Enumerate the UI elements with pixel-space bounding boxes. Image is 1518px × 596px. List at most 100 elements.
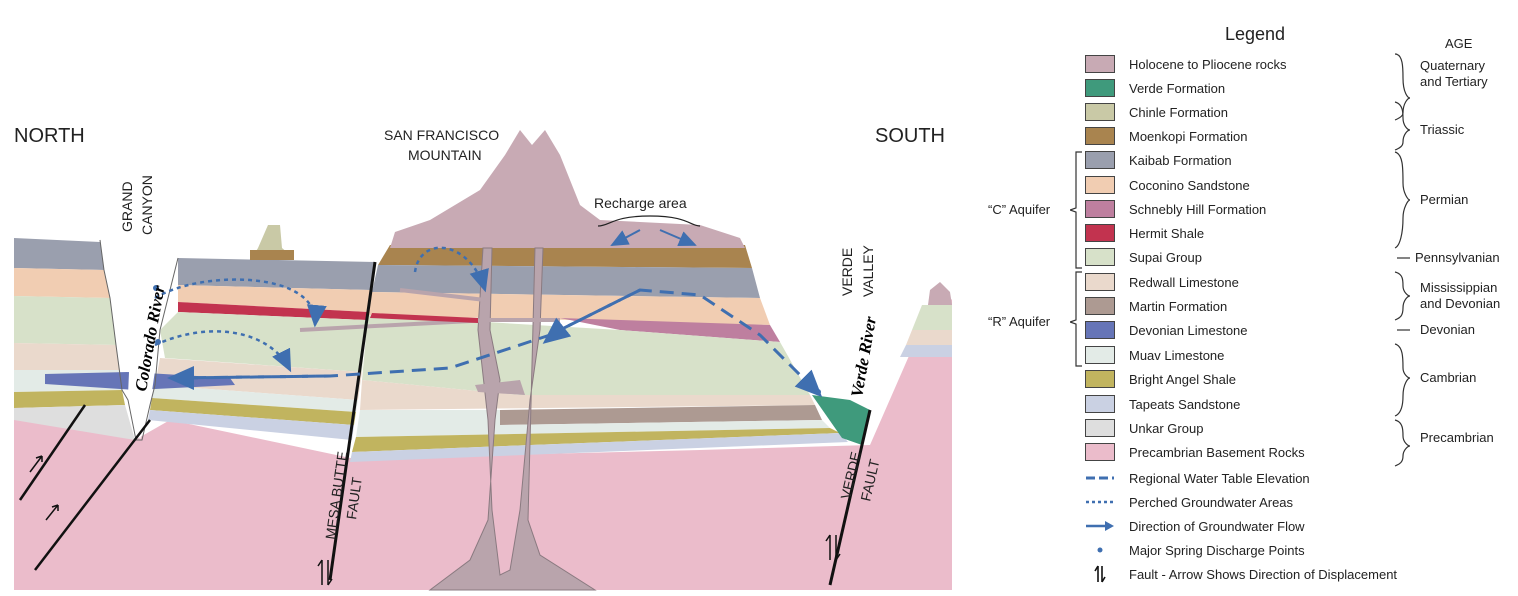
dashed-line-icon: [1086, 476, 1114, 480]
legend-label: Devonian Limestone: [1129, 322, 1248, 338]
legend-swatch: [1085, 419, 1115, 437]
legend-brackets: [1070, 53, 1411, 467]
legend-label: Muav Limestone: [1129, 347, 1225, 363]
legend-label: Schnebly Hill Formation: [1129, 201, 1267, 217]
legend-item-moenkopi: Moenkopi Formation: [1085, 126, 1248, 146]
age-line: Triassic: [1420, 122, 1465, 137]
legend-item-perched: Perched Groundwater Areas: [1085, 492, 1293, 512]
spring-dot-icon: [153, 285, 159, 291]
age-line: and Tertiary: [1420, 74, 1488, 89]
mesa-butte-fault-label-2: FAULT: [343, 476, 365, 521]
age-line: and Devonian: [1420, 296, 1501, 311]
legend: Legend AGE “C” Aquifer “R” Aquifer Holoc…: [988, 18, 1515, 593]
legend-swatch: [1085, 103, 1115, 121]
r-aquifer-label: “R” Aquifer: [988, 314, 1051, 329]
recharge-arrows: [597, 215, 701, 247]
legend-item-tapeats: Tapeats Sandstone: [1085, 394, 1240, 414]
legend-swatch: [1085, 297, 1115, 315]
legend-label: Regional Water Table Elevation: [1129, 470, 1310, 486]
legend-item-bright-angel: Bright Angel Shale: [1085, 369, 1236, 389]
precambrian-basement: [14, 285, 952, 590]
legend-label: Chinle Formation: [1129, 104, 1228, 120]
middle-block: [148, 225, 375, 440]
legend-label: Unkar Group: [1129, 420, 1204, 436]
verde-valley-label-2: VALLEY: [860, 244, 876, 297]
age-line: Precambrian: [1420, 430, 1494, 445]
age-cambrian: Cambrian: [1420, 370, 1476, 386]
legend-label: Direction of Groundwater Flow: [1129, 518, 1305, 534]
age-precambrian: Precambrian: [1420, 430, 1494, 446]
legend-item-unkar: Unkar Group: [1085, 418, 1203, 438]
legend-item-verde: Verde Formation: [1085, 78, 1225, 98]
age-line: Devonian: [1420, 322, 1475, 337]
legend-label: Coconino Sandstone: [1129, 177, 1250, 193]
age-line: Pennsylvanian: [1415, 250, 1500, 265]
geologic-cross-section: NORTH SOUTH SAN FRANCISCO MOUNTAIN Recha…: [14, 125, 952, 591]
south-block: [350, 245, 870, 462]
north-fault-2: [34, 419, 151, 571]
legend-label: Major Spring Discharge Points: [1129, 542, 1305, 558]
grand-canyon-label-1: GRAND: [119, 181, 135, 232]
legend-swatch: [1085, 151, 1115, 169]
north-label: NORTH: [14, 125, 85, 147]
grand-canyon-label-2: CANYON: [139, 175, 155, 235]
legend-item-flow-direction: Direction of Groundwater Flow: [1085, 516, 1305, 536]
age-line: Cambrian: [1420, 370, 1477, 385]
age-line: Quaternary: [1420, 58, 1486, 73]
legend-label: Verde Formation: [1129, 80, 1226, 96]
south-label: SOUTH: [875, 125, 945, 147]
arrow-icon: [1086, 521, 1114, 531]
legend-swatch: [1085, 370, 1115, 388]
legend-label: Precambrian Basement Rocks: [1129, 444, 1305, 460]
legend-label: Hermit Shale: [1129, 225, 1205, 241]
north-block: [14, 238, 135, 440]
legend-label: Holocene to Pliocene rocks: [1129, 56, 1287, 72]
verde-valley-label-1: VERDE: [839, 248, 855, 296]
legend-item-chinle: Chinle Formation: [1085, 102, 1228, 122]
legend-item-supai: Supai Group: [1085, 247, 1202, 267]
volcanic-conduit: [428, 247, 597, 591]
legend-label: Fault - Arrow Shows Direction of Displac…: [1129, 566, 1398, 582]
legend-item-holocene: Holocene to Pliocene rocks: [1085, 54, 1287, 74]
legend-swatch: [1085, 273, 1115, 291]
legend-swatch: [1085, 248, 1115, 266]
legend-swatch: [1085, 127, 1115, 145]
legend-label: Redwall Limestone: [1129, 274, 1239, 290]
fault-arrows-icon: [29, 455, 841, 586]
legend-item-fault: Fault - Arrow Shows Direction of Displac…: [1085, 564, 1397, 584]
age-pennsylvanian: Pennsylvanian: [1415, 250, 1500, 266]
verde-river-label: Verde River: [847, 315, 880, 399]
legend-swatch: [1085, 346, 1115, 364]
age-triassic: Triassic: [1420, 122, 1464, 138]
sf-mountain-label-1: SAN FRANCISCO: [384, 127, 499, 143]
legend-item-muav: Muav Limestone: [1085, 345, 1224, 365]
legend-item-martin: Martin Formation: [1085, 296, 1227, 316]
legend-item-devonian: Devonian Limestone: [1085, 320, 1248, 340]
legend-item-precambrian: Precambrian Basement Rocks: [1085, 442, 1305, 462]
legend-label: Kaibab Formation: [1129, 152, 1232, 168]
legend-item-hermit: Hermit Shale: [1085, 223, 1204, 243]
spring-dot-icon: [155, 339, 161, 345]
north-fault-1: [18, 404, 87, 501]
legend-swatch: [1085, 79, 1115, 97]
legend-swatch: [1085, 176, 1115, 194]
fault-arrows-icon: [1094, 565, 1106, 583]
legend-swatch: [1085, 224, 1115, 242]
legend-item-water-table: Regional Water Table Elevation: [1085, 468, 1310, 488]
regional-water-table: [169, 288, 823, 398]
age-devonian: Devonian: [1420, 322, 1475, 338]
perched-groundwater: [154, 246, 489, 373]
recharge-area-label: Recharge area: [594, 195, 687, 211]
legend-label: Martin Formation: [1129, 298, 1228, 314]
legend-label: Supai Group: [1129, 249, 1202, 265]
legend-swatch: [1085, 55, 1115, 73]
dotted-line-icon: [1086, 500, 1114, 504]
legend-swatch: [1085, 200, 1115, 218]
age-line: Permian: [1420, 192, 1469, 207]
legend-item-coconino: Coconino Sandstone: [1085, 175, 1250, 195]
legend-item-kaibab: Kaibab Formation: [1085, 150, 1232, 170]
legend-item-springs: Major Spring Discharge Points: [1085, 540, 1305, 560]
legend-item-redwall: Redwall Limestone: [1085, 272, 1239, 292]
mesa-butte-fault-line: [328, 261, 377, 581]
